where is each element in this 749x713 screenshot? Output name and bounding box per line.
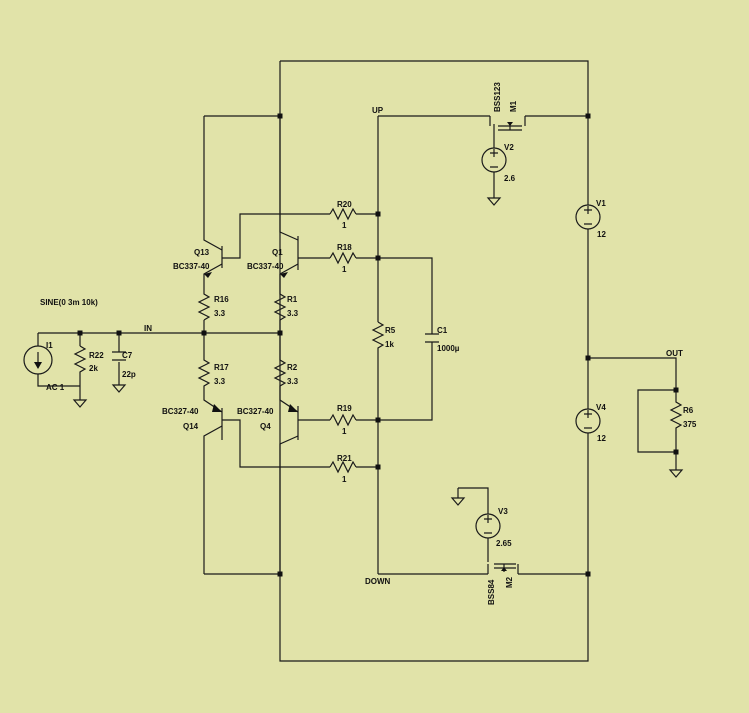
r5-name: R5 <box>385 326 396 335</box>
r6-value: 375 <box>683 420 697 429</box>
q14-value: BC327-40 <box>162 407 199 416</box>
q1-name: Q1 <box>272 248 283 257</box>
r17-value: 3.3 <box>214 377 226 386</box>
stage-wires <box>203 115 433 575</box>
v2-value: 2.6 <box>504 174 516 183</box>
resistor-r22 <box>73 345 87 374</box>
r2-value: 3.3 <box>287 377 299 386</box>
r20-name: R20 <box>337 200 352 209</box>
net-label-out: OUT <box>666 349 683 358</box>
i1-name: I1 <box>46 341 53 350</box>
voltage-source-v2 <box>481 124 507 206</box>
v4-value: 12 <box>597 434 606 443</box>
resistor-r6 <box>669 388 683 430</box>
v3-value: 2.65 <box>496 539 512 548</box>
resistor-r18 <box>329 251 357 265</box>
r20-value: 1 <box>342 221 347 230</box>
transistor-arrows <box>204 272 298 412</box>
mosfet-m2 <box>487 563 519 574</box>
mosfet-m1 <box>489 116 526 131</box>
voltage-source-v1 <box>575 204 601 230</box>
resistor-r20 <box>329 207 357 221</box>
r18-value: 1 <box>342 265 347 274</box>
m1-value: BSS123 <box>493 82 502 112</box>
r1-name: R1 <box>287 295 298 304</box>
v1-value: 12 <box>597 230 606 239</box>
r1-value: 3.3 <box>287 309 299 318</box>
c1-value: 1000µ <box>437 344 460 353</box>
q4-value: BC327-40 <box>237 407 274 416</box>
m2-value: BSS84 <box>487 579 496 605</box>
resistor-r2 <box>273 346 287 390</box>
v1-name: V1 <box>596 199 606 208</box>
r19-value: 1 <box>342 427 347 436</box>
m2-name: M2 <box>505 576 514 588</box>
component-labels: BSS123 M1 BSS84 M2 V2 2.6 V1 12 V4 12 V3… <box>46 82 697 605</box>
v2-name: V2 <box>504 143 514 152</box>
current-source-i1 <box>23 344 53 375</box>
v4-name: V4 <box>596 403 606 412</box>
resistor-r16 <box>197 290 211 321</box>
supply-wires <box>279 60 677 662</box>
junction-dots <box>77 113 679 577</box>
q4-name: Q4 <box>260 422 271 431</box>
ground-symbols <box>72 384 684 478</box>
r22-name: R22 <box>89 351 104 360</box>
voltage-source-v4 <box>575 408 601 434</box>
q13-name: Q13 <box>194 248 210 257</box>
r16-name: R16 <box>214 295 229 304</box>
r17-name: R17 <box>214 363 229 372</box>
r18-name: R18 <box>337 243 352 252</box>
r6-name: R6 <box>683 406 694 415</box>
v3-name: V3 <box>498 507 508 516</box>
resistor-r21 <box>329 460 357 474</box>
source-spec-ac: AC 1 <box>46 383 65 392</box>
capacitor-c7 <box>112 351 126 361</box>
r21-value: 1 <box>342 475 347 484</box>
voltage-source-v3 <box>450 487 501 562</box>
net-label-up: UP <box>372 106 384 115</box>
resistor-r17 <box>197 346 211 390</box>
resistor-r19 <box>329 413 357 427</box>
c1-name: C1 <box>437 326 448 335</box>
c7-name: C7 <box>122 351 133 360</box>
c7-value: 22p <box>122 370 136 379</box>
m1-name: M1 <box>509 100 518 112</box>
q14-name: Q14 <box>183 422 199 431</box>
r22-value: 2k <box>89 364 98 373</box>
resistor-r1 <box>273 290 287 321</box>
net-label-down: DOWN <box>365 577 391 586</box>
resistor-r5 <box>371 321 385 352</box>
r2-name: R2 <box>287 363 298 372</box>
r16-value: 3.3 <box>214 309 226 318</box>
q13-value: BC337-40 <box>173 262 210 271</box>
capacitor-c1 <box>425 333 439 343</box>
r21-name: R21 <box>337 454 352 463</box>
q1-value: BC337-40 <box>247 262 284 271</box>
r5-value: 1k <box>385 340 394 349</box>
r19-name: R19 <box>337 404 352 413</box>
net-label-in: IN <box>144 324 152 333</box>
source-spec-sine: SINE(0 3m 10k) <box>40 298 98 307</box>
net-labels: UP DOWN IN OUT SINE(0 3m 10k) AC 1 <box>40 106 683 586</box>
